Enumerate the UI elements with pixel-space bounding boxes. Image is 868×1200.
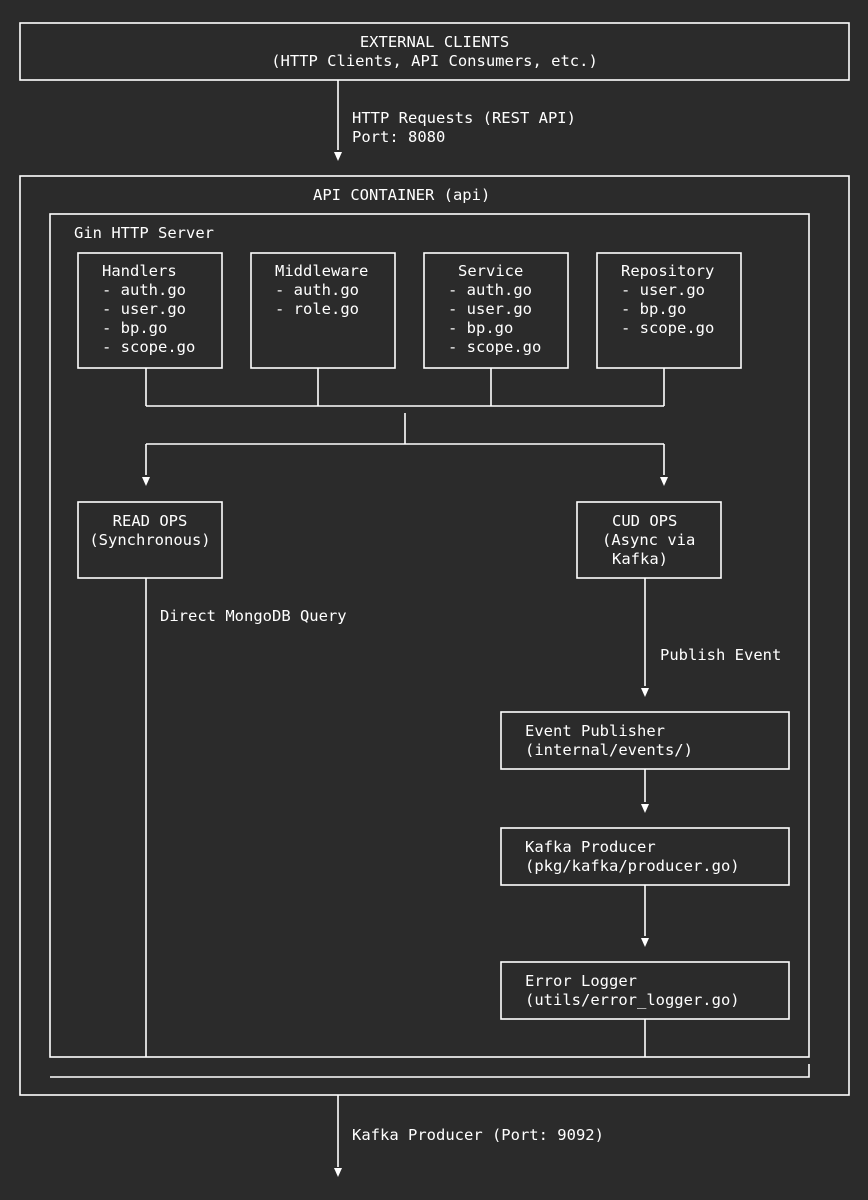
cud-ops-line3: Kafka) (612, 550, 668, 568)
service-file: - scope.go (448, 338, 542, 356)
repository-file: - scope.go (621, 319, 715, 337)
cud-ops-arrowhead (660, 477, 668, 486)
handlers-box (77, 252, 223, 369)
output-arrowhead (334, 1168, 342, 1177)
cud-ops-title: CUD OPS (612, 512, 678, 530)
service-file: - auth.go (448, 281, 532, 299)
handlers-file: - bp.go (102, 319, 168, 337)
kafka-producer-title: Kafka Producer (525, 838, 656, 856)
handlers-title: Handlers (102, 262, 177, 280)
repository-title: Repository (621, 262, 715, 280)
service-file: - user.go (448, 300, 532, 318)
read-ops-box (77, 501, 223, 579)
repository-file: - bp.go (621, 300, 687, 318)
service-box (423, 252, 569, 369)
request-arrowhead (334, 152, 342, 161)
cud-ops-box (576, 501, 722, 579)
repository-file: - user.go (621, 281, 705, 299)
external-clients-box (19, 22, 850, 81)
error-logger-path: (utils/error_logger.go) (525, 991, 740, 1009)
service-file: - bp.go (448, 319, 514, 337)
event-publisher-title: Event Publisher (525, 722, 665, 740)
external-clients-subtitle: (HTTP Clients, API Consumers, etc.) (271, 52, 598, 70)
kafka-producer-path: (pkg/kafka/producer.go) (525, 857, 740, 875)
container-edge-stub (50, 1064, 810, 1078)
read-ops-arrowhead (142, 477, 150, 486)
api-container-title: API CONTAINER (api) (313, 186, 491, 204)
direct-query-label: Direct MongoDB Query (160, 607, 347, 625)
publish-event-label: Publish Event (660, 646, 782, 664)
middleware-file: - auth.go (275, 281, 359, 299)
output-link-label: Kafka Producer (Port: 9092) (352, 1126, 604, 1144)
modules-bus (145, 368, 665, 407)
api-container-box (19, 175, 850, 1096)
publish-arrowhead (641, 688, 649, 697)
handlers-file: - auth.go (102, 281, 186, 299)
read-ops-subtitle: (Synchronous) (89, 531, 211, 549)
service-title: Service (458, 262, 524, 280)
repository-box (596, 252, 742, 369)
handlers-file: - scope.go (102, 338, 196, 356)
middleware-title: Middleware (275, 262, 369, 280)
request-link-label: HTTP Requests (REST API) (352, 109, 576, 127)
handlers-file: - user.go (102, 300, 186, 318)
logger-arrowhead (641, 938, 649, 947)
cud-ops-line2: (Async via (602, 531, 696, 549)
producer-arrowhead (641, 804, 649, 813)
gin-server-title: Gin HTTP Server (74, 224, 214, 242)
request-port-label: Port: 8080 (352, 128, 446, 146)
external-clients-title: EXTERNAL CLIENTS (359, 33, 510, 51)
event-publisher-path: (internal/events/) (525, 741, 693, 759)
ops-split (145, 413, 665, 475)
middleware-file: - role.go (275, 300, 359, 318)
gin-server-box (49, 213, 810, 1058)
middleware-box (250, 252, 396, 369)
error-logger-title: Error Logger (525, 972, 637, 990)
read-ops-title: READ OPS (112, 512, 188, 530)
